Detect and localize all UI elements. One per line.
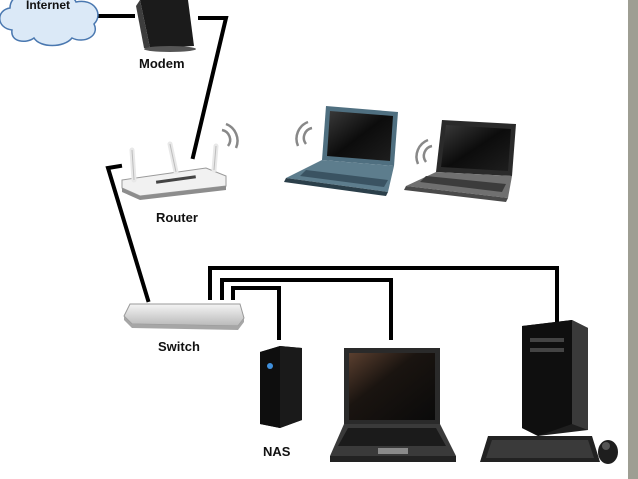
side-bar (628, 0, 638, 479)
wifi-signal-icon (415, 138, 433, 165)
laptop-icon (284, 106, 398, 196)
cable-router-switch (105, 163, 151, 303)
cable-switch-laptop (220, 278, 393, 340)
modem-label: Modem (139, 56, 185, 71)
wifi-signal-icon (295, 120, 313, 147)
mouse-icon (598, 440, 618, 464)
network-cables (93, 14, 559, 340)
router-icon (121, 141, 227, 200)
nas-icon (260, 346, 302, 428)
nas-label: NAS (263, 444, 291, 459)
cable-switch-nas (231, 286, 281, 340)
laptop-icon (330, 348, 456, 462)
router-label: Router (156, 210, 198, 225)
modem-icon (136, 0, 196, 52)
wifi-signal-icon (221, 122, 239, 149)
cloud-icon (0, 0, 99, 47)
laptop-icon (404, 120, 516, 202)
switch-icon (123, 303, 245, 330)
cable-modem-router (190, 16, 229, 160)
desktop-computer-icon (522, 320, 588, 436)
switch-label: Switch (158, 339, 200, 354)
internet-label: Internet (26, 0, 71, 12)
cable-switch-desktop (208, 266, 559, 322)
keyboard-icon (480, 436, 600, 462)
